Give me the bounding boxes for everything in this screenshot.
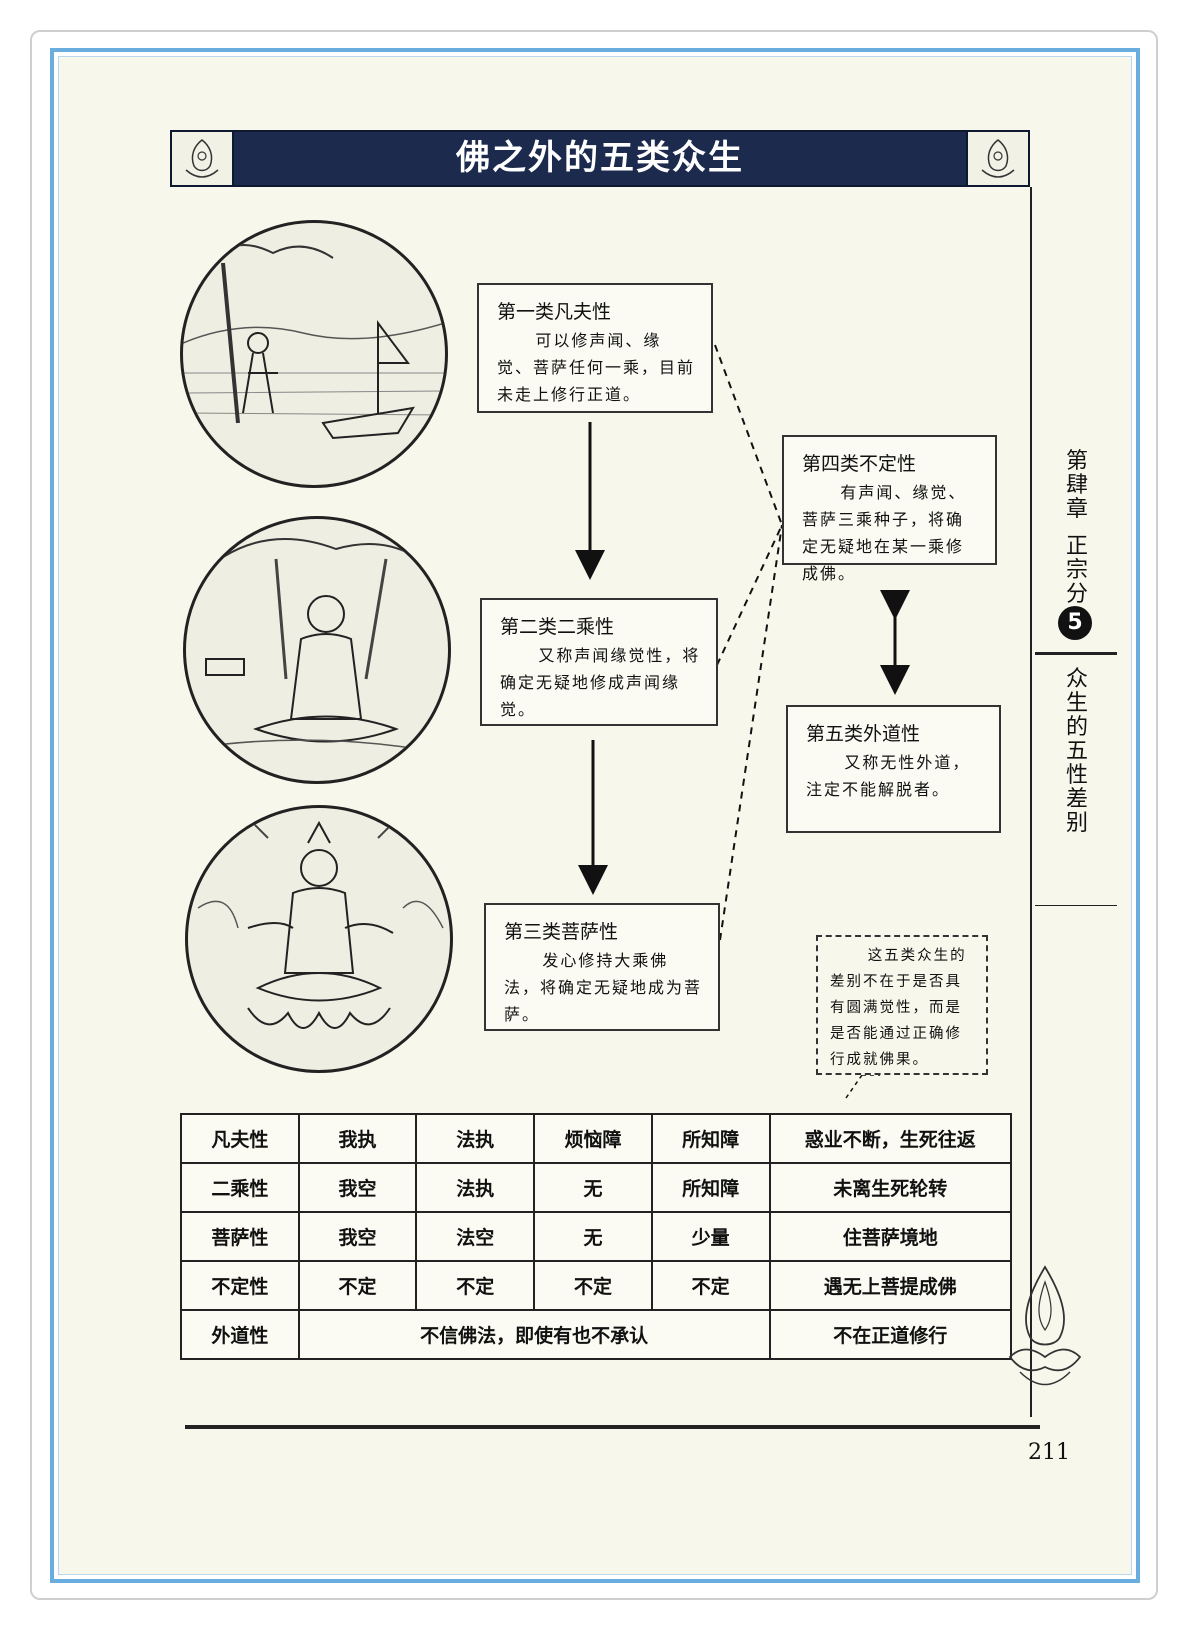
- lotus-ornament-left-icon: [170, 130, 234, 187]
- table-cell: 法执: [415, 1162, 536, 1213]
- table-cell: 法空: [415, 1211, 536, 1262]
- box-text: 有声闻、缘觉、菩萨三乘种子，将确定无疑地在某一乘修成佛。: [802, 483, 967, 583]
- table-row: 菩萨性 我空 法空 无 少量 住菩萨境地: [180, 1211, 1013, 1262]
- margin-rule: [1030, 187, 1032, 1417]
- note-pointer: [845, 1074, 880, 1099]
- box-text: 又称无性外道，注定不能解脱者。: [806, 753, 971, 799]
- box-type-2: 第二类二乘性 又称声闻缘觉性，将确定无疑地修成声闻缘觉。: [480, 598, 718, 726]
- table-row: 外道性 不信佛法，即使有也不承认 不在正道修行: [180, 1309, 1013, 1360]
- table-cell: 所知障: [650, 1113, 771, 1164]
- section-number-badge: 5: [1058, 606, 1092, 640]
- table-cell: 少量: [650, 1211, 771, 1262]
- box-type-1: 第一类凡夫性 可以修声闻、缘觉、菩萨任何一乘，目前未走上修行正道。: [477, 283, 713, 413]
- box-title: 第二类二乘性: [500, 616, 615, 638]
- dash-line-1: [714, 344, 783, 526]
- table-cell: 无: [533, 1162, 653, 1213]
- table-cell: 烦恼障: [533, 1113, 653, 1164]
- table-cell: 外道性: [180, 1309, 300, 1360]
- page-number: 211: [1028, 1440, 1070, 1465]
- table-row: 不定性 不定 不定 不定 不定 遇无上菩提成佛: [180, 1260, 1013, 1311]
- box-text: 可以修声闻、缘觉、菩萨任何一乘，目前未走上修行正道。: [497, 331, 696, 404]
- box-type-5: 第五类外道性 又称无性外道，注定不能解脱者。: [786, 705, 1001, 833]
- table-cell: 惑业不断，生死往返: [768, 1113, 1013, 1164]
- summary-note: 这五类众生的差别不在于是否具有圆满觉性，而是是否能通过正确修行成就佛果。: [816, 935, 988, 1075]
- table-cell: 凡夫性: [180, 1113, 300, 1164]
- table-cell: 无: [533, 1211, 653, 1262]
- page-border: [50, 48, 1140, 1583]
- box-title: 第三类菩萨性: [504, 921, 619, 943]
- tab-divider-lower: [1035, 905, 1117, 906]
- box-text: 发心修持大乘佛法，将确定无疑地成为菩萨。: [504, 951, 703, 1024]
- table-cell: 二乘性: [180, 1162, 300, 1213]
- box-type-4: 第四类不定性 有声闻、缘觉、菩萨三乘种子，将确定无疑地在某一乘修成佛。: [782, 435, 997, 583]
- five-natures-table: 凡夫性 我执 法执 烦恼障 所知障 惑业不断，生死往返 二乘性 我空 法执 无 …: [180, 1113, 1013, 1360]
- dash-line-2: [716, 524, 783, 666]
- table-cell: 不定: [533, 1260, 653, 1311]
- box-text: 又称声闻缘觉性，将确定无疑地修成声闻缘觉。: [500, 646, 701, 719]
- footer-rule: [185, 1425, 1040, 1429]
- table-cell: 我空: [297, 1162, 418, 1213]
- illustration-monk: [183, 516, 451, 784]
- table-cell: 所知障: [650, 1162, 771, 1213]
- chapter-label: 第肆章: [1065, 449, 1088, 522]
- lotus-flame-ornament-icon: [1000, 1262, 1090, 1402]
- box-type-3: 第三类菩萨性 发心修持大乘佛法，将确定无疑地成为菩萨。: [484, 903, 720, 1031]
- topic-label: 众生的五性差别: [1065, 667, 1088, 836]
- page-title: 佛之外的五类众生: [456, 138, 744, 178]
- table-cell: 不定: [650, 1260, 771, 1311]
- table-cell: 住菩萨境地: [768, 1211, 1013, 1262]
- lotus-ornament-right-icon: [966, 130, 1030, 187]
- table-cell: 我空: [297, 1211, 418, 1262]
- table-row: 凡夫性 我执 法执 烦恼障 所知障 惑业不断，生死往返: [180, 1113, 1013, 1164]
- illustration-bodhisattva: [185, 805, 453, 1073]
- table-cell: 我执: [297, 1113, 418, 1164]
- box-title: 第五类外道性: [806, 723, 921, 745]
- illustration-fisherman: [180, 220, 448, 488]
- section-label: 正宗分: [1065, 534, 1088, 607]
- table-cell: 不定: [297, 1260, 418, 1311]
- dash-line-3: [719, 524, 783, 941]
- box-title: 第一类凡夫性: [497, 301, 612, 323]
- table-cell: 未离生死轮转: [768, 1162, 1013, 1213]
- table-cell: 不在正道修行: [768, 1309, 1013, 1360]
- title-bar: [170, 130, 1030, 187]
- table-cell: 法执: [415, 1113, 536, 1164]
- table-cell: 菩萨性: [180, 1211, 300, 1262]
- box-title: 第四类不定性: [802, 453, 917, 475]
- table-row: 二乘性 我空 法执 无 所知障 未离生死轮转: [180, 1162, 1013, 1213]
- tab-divider: [1035, 652, 1117, 655]
- table-cell: 不定性: [180, 1260, 300, 1311]
- table-cell: 遇无上菩提成佛: [768, 1260, 1013, 1311]
- table-cell-merged: 不信佛法，即使有也不承认: [297, 1309, 771, 1360]
- table-cell: 不定: [415, 1260, 536, 1311]
